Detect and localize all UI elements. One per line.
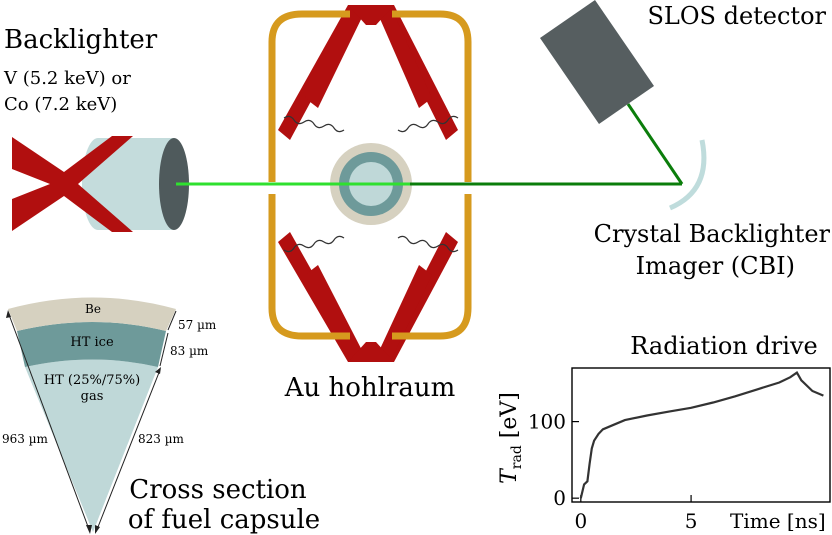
backlighter-line1: V (5.2 keV) or <box>3 68 131 89</box>
hohlraum-wall-bottom <box>268 194 472 340</box>
wedge-be-layer <box>8 297 176 331</box>
laser-beam-bottom-inner-left <box>305 265 368 362</box>
dim-outer-arrow-bottom <box>86 525 92 534</box>
x-tick-label-0: 0 <box>574 509 587 533</box>
xray-squiggle-bottom-right <box>397 235 459 253</box>
wedge-ice-layer <box>17 322 166 367</box>
chart-ylabel-sub: rad <box>509 445 525 469</box>
wedge-gas-label-1: HT (25%/75%) <box>44 373 140 388</box>
backlighter-cylinder-end <box>159 138 189 230</box>
dim-outer-radius-line <box>7 311 91 533</box>
y-tick-label-1: 100 <box>528 410 566 434</box>
slos-label: SLOS detector <box>647 2 826 30</box>
backlighter-target <box>12 136 189 232</box>
au-hohlraum <box>176 5 472 362</box>
hohlraum-wall-top <box>268 10 472 182</box>
dim-outer-arrow-top <box>6 310 11 318</box>
dim-inner-arrow-bottom <box>95 525 100 534</box>
cross-section-line1: Cross section <box>129 475 307 505</box>
x-tick-label-1: 5 <box>685 509 698 533</box>
slos-detector <box>540 0 654 124</box>
dim-inner-arrow-top <box>155 367 161 374</box>
backlighter-line2: Co (7.2 keV) <box>4 94 117 115</box>
dim-outer-label: 963 µm <box>2 432 49 446</box>
cbi-line2: Imager (CBI) <box>636 252 795 280</box>
wedge-ice-label: HT ice <box>70 335 114 350</box>
dim-ice-label: 83 µm <box>170 344 209 358</box>
dim-inner-label: 823 µm <box>138 432 185 446</box>
xray-squiggle-bottom-left <box>283 235 345 253</box>
dim-inner-radius-line <box>95 369 161 533</box>
wedge-gas-label-2: gas <box>81 389 104 404</box>
radiation-drive-line <box>579 371 824 499</box>
xray-squiggle-top-left <box>283 115 345 133</box>
chart-title: Radiation drive <box>630 332 817 360</box>
backlighter-laser-beams <box>12 136 133 232</box>
laser-entrance-top <box>348 5 394 25</box>
cross-section-line2: of fuel capsule <box>128 505 320 535</box>
y-tick-label-0: 0 <box>553 486 566 510</box>
laser-entrance-bottom <box>348 342 394 362</box>
dim-be-label: 57 µm <box>178 318 217 332</box>
dim-be-line <box>167 310 177 331</box>
laser-beam-bottom-inner-right <box>374 265 432 362</box>
chart-frame <box>571 367 831 503</box>
xray-beam-reflected <box>626 103 684 185</box>
chart-ylabel: Trad [eV] <box>497 392 525 484</box>
wedge-be-label: Be <box>85 302 101 316</box>
chart-ylabel-unit: [eV] <box>497 392 522 445</box>
capsule-cross-section: Be HT ice HT (25%/75%) gas 57 µm 83 µm 9… <box>2 297 217 534</box>
hohlraum-label: Au hohlraum <box>284 373 456 403</box>
laser-beam-top-inner-right <box>374 5 432 108</box>
laser-beam-top-inner-left <box>305 5 368 108</box>
chart-ylabel-main: T <box>497 467 522 484</box>
backlighter-title: Backlighter <box>4 25 158 55</box>
dim-ice-line <box>159 332 169 367</box>
chart-xlabel: Time [ns] <box>730 509 826 533</box>
xray-squiggle-top-right <box>397 115 459 133</box>
wedge-gas-layer <box>25 359 158 532</box>
cbi-line1: Crystal Backlighter <box>594 220 831 248</box>
cbi-crystal <box>668 139 707 211</box>
